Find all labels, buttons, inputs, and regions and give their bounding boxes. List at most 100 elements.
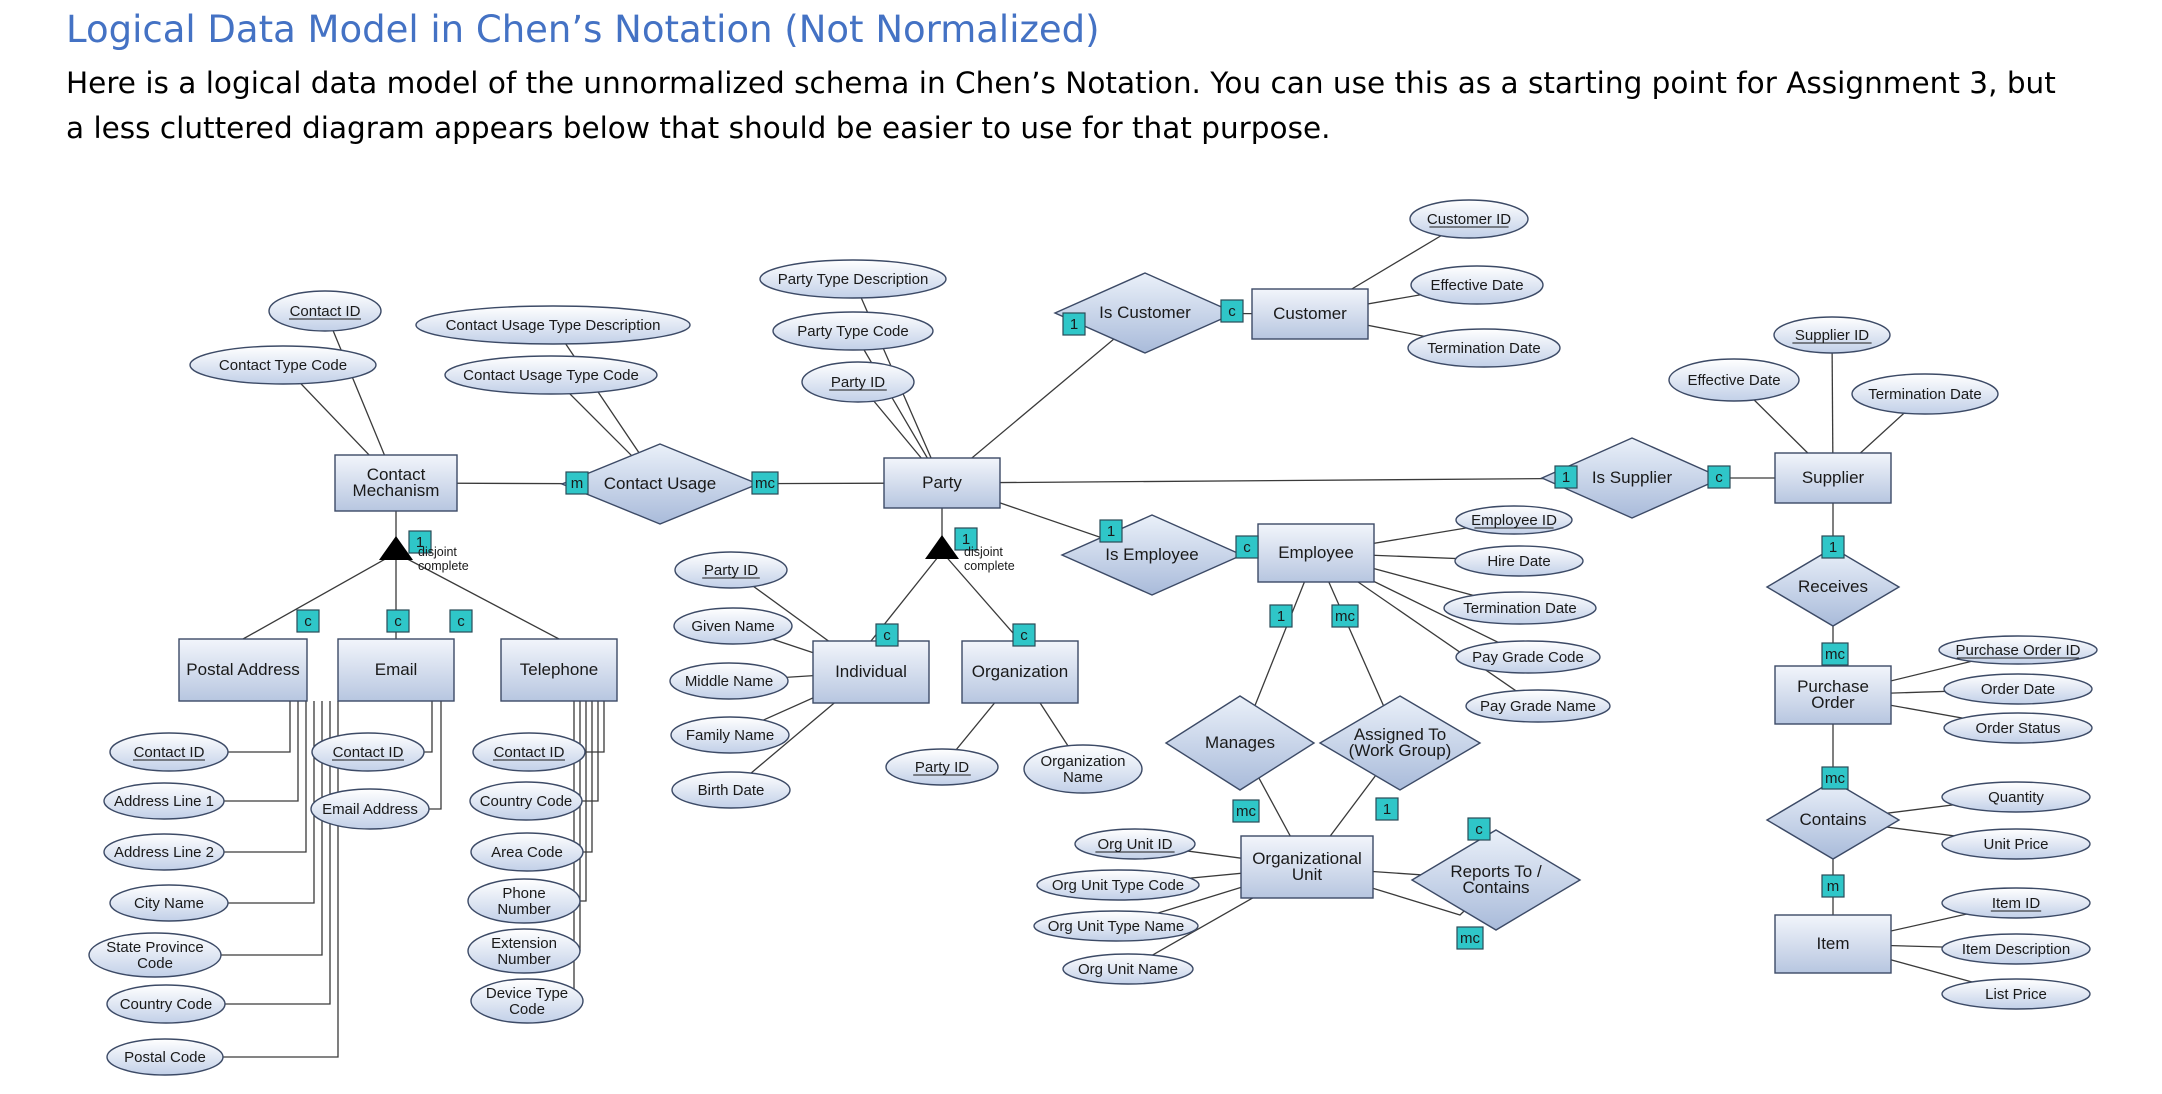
cardinality-reports_bottom-text: mc [1460,930,1480,947]
connector-tel_area_code [583,701,593,853]
attribute-ou_type_name-label: Org Unit Type Name [1048,918,1184,935]
attribute-pa_city_name-label: City Name [134,895,204,912]
connector-pa_address_line_1 [224,701,299,802]
entity-purchase_order-label: Purchase [1797,677,1869,696]
cardinality-party_isa_top [954,527,978,551]
cardinality-cm_isa_email-text: c [394,613,402,630]
cardinality-party_isa_top-text: 1 [962,531,970,548]
attribute-sup_effective_date [1668,358,1800,402]
connector-pa_city_name [228,701,315,904]
cardinality-po_receives-text: mc [1825,646,1845,663]
entity-postal_address-label: Postal Address [186,660,299,679]
attribute-cm_contact_id-label: Contact ID [290,303,361,320]
entity-customer-label: Customer [1273,304,1347,323]
entity-organization-label: Organization [972,662,1068,681]
attribute-ind_given_name [673,607,793,645]
cardinality-party_isa_org-text: c [1020,627,1028,644]
attribute-party_type_code [772,311,934,351]
attribute-tel_device_type_code-label: Code [509,1001,545,1018]
entity-supplier-label: Supplier [1802,468,1865,487]
attribute-emp_pay_grade_name-label: Pay Grade Name [1480,698,1596,715]
attribute-party_party_id-label: Party ID [831,374,885,391]
attribute-cu_type_code [444,355,658,395]
entity-purchase_order-label: Order [1811,693,1855,712]
attribute-pa_state_province_code-label: State Province [106,939,204,956]
cardinality-ou_assigned-text: 1 [1383,801,1391,818]
attribute-org_party_id-label: Party ID [915,759,969,776]
attribute-item_item_id-label: Item ID [1992,895,2041,912]
cardinality-party_isa_ind-text: c [883,627,891,644]
attribute-ind_family_name [670,716,790,754]
attribute-ind_party_id-label: Party ID [704,562,758,579]
cardinality-po_contains [1821,766,1849,790]
cardinality-iscust_party [1062,312,1086,336]
attribute-pa_postal_code-label: Postal Code [124,1049,206,1066]
attribute-item_list_price-label: List Price [1985,986,2047,1003]
attribute-ou_name-label: Org Unit Name [1078,961,1178,978]
relationship-receives [1765,547,1901,627]
attribute-pa_address_line_1 [103,782,225,820]
attribute-cm_contact_type_code-label: Contact Type Code [219,357,347,374]
entity-organization [961,640,1079,704]
entity-organizational_unit-label: Organizational [1252,849,1362,868]
attribute-em_email_address [310,788,430,830]
cardinality-cm_isa_top-text: 1 [416,534,424,551]
attribute-emp_termination_date [1443,591,1597,625]
attribute-ou_name [1062,953,1194,985]
cardinality-item_contains [1821,874,1845,898]
cardinality-isemp_emp [1235,535,1259,559]
cardinality-iscust_cust [1220,299,1244,323]
connector-pa_address_line_2 [224,701,307,853]
attribute-pa_address_line_1-label: Address Line 1 [114,793,214,810]
attribute-emp_employee_id [1455,505,1573,535]
attribute-party_type_description [759,259,947,299]
entity-email-label: Email [375,660,418,679]
attribute-tel_area_code-label: Area Code [491,844,563,861]
cardinality-po_contains-text: mc [1825,770,1845,787]
entity-item-label: Item [1816,934,1849,953]
attribute-org_party_id [885,748,999,786]
relationship-reports_to [1410,829,1582,931]
attribute-sup_effective_date-label: Effective Date [1687,372,1780,389]
attribute-pa_postal_code [106,1038,224,1076]
attribute-ou_type_code [1036,869,1200,901]
attribute-pa_address_line_2 [103,833,225,871]
cardinality-reports_top [1467,817,1491,841]
attribute-cu_type_code-label: Contact Usage Type Code [463,367,639,384]
attribute-ind_birth_date [671,771,791,809]
cardinality-cu_left [565,471,589,495]
relationship-reports_to-label: Contains [1462,878,1529,897]
entity-individual-label: Individual [835,662,907,681]
attribute-pa_contact_id-label: Contact ID [134,744,205,761]
cardinality-reports_top-text: c [1475,821,1483,838]
attribute-cm_contact_id [268,290,382,332]
connector-isa-telephone [395,552,560,640]
attribute-cust_termination_date-label: Termination Date [1427,340,1540,357]
attribute-ou_type_code-label: Org Unit Type Code [1052,877,1184,894]
cardinality-iscust_cust-text: c [1228,303,1236,320]
attribute-po_order_status-label: Order Status [1975,720,2060,737]
isa-note-party_isa: disjoint [964,545,1003,559]
attribute-con_quantity-label: Quantity [1988,789,2044,806]
attribute-pa_country_code [106,984,226,1024]
attribute-po_order_date-label: Order Date [1981,681,2055,698]
attribute-party_party_id [801,361,915,403]
isa-triangle [925,535,959,559]
attribute-party_type_description-label: Party Type Description [778,271,929,288]
attribute-ou_org_unit_id-label: Org Unit ID [1097,836,1172,853]
attribute-cust_termination_date [1407,328,1561,368]
connector-isa-postal [242,552,397,640]
relationship-is_supplier [1540,437,1724,519]
relationship-contact_usage [560,443,760,525]
attribute-item_description [1941,933,2091,965]
attribute-emp_pay_grade_code-label: Pay Grade Code [1472,649,1584,666]
attribute-cust_effective_date-label: Effective Date [1430,277,1523,294]
attribute-pa_state_province_code-label: Code [137,955,173,972]
cardinality-issup_party [1554,465,1578,489]
entity-organizational_unit [1240,835,1374,899]
attribute-ou_type_name [1033,910,1199,942]
connector-party-is_customer [941,312,1146,484]
attribute-org_name [1023,744,1143,794]
cardinality-isemp_emp-text: c [1243,539,1251,556]
cardinality-issup_sup-text: c [1715,469,1723,486]
